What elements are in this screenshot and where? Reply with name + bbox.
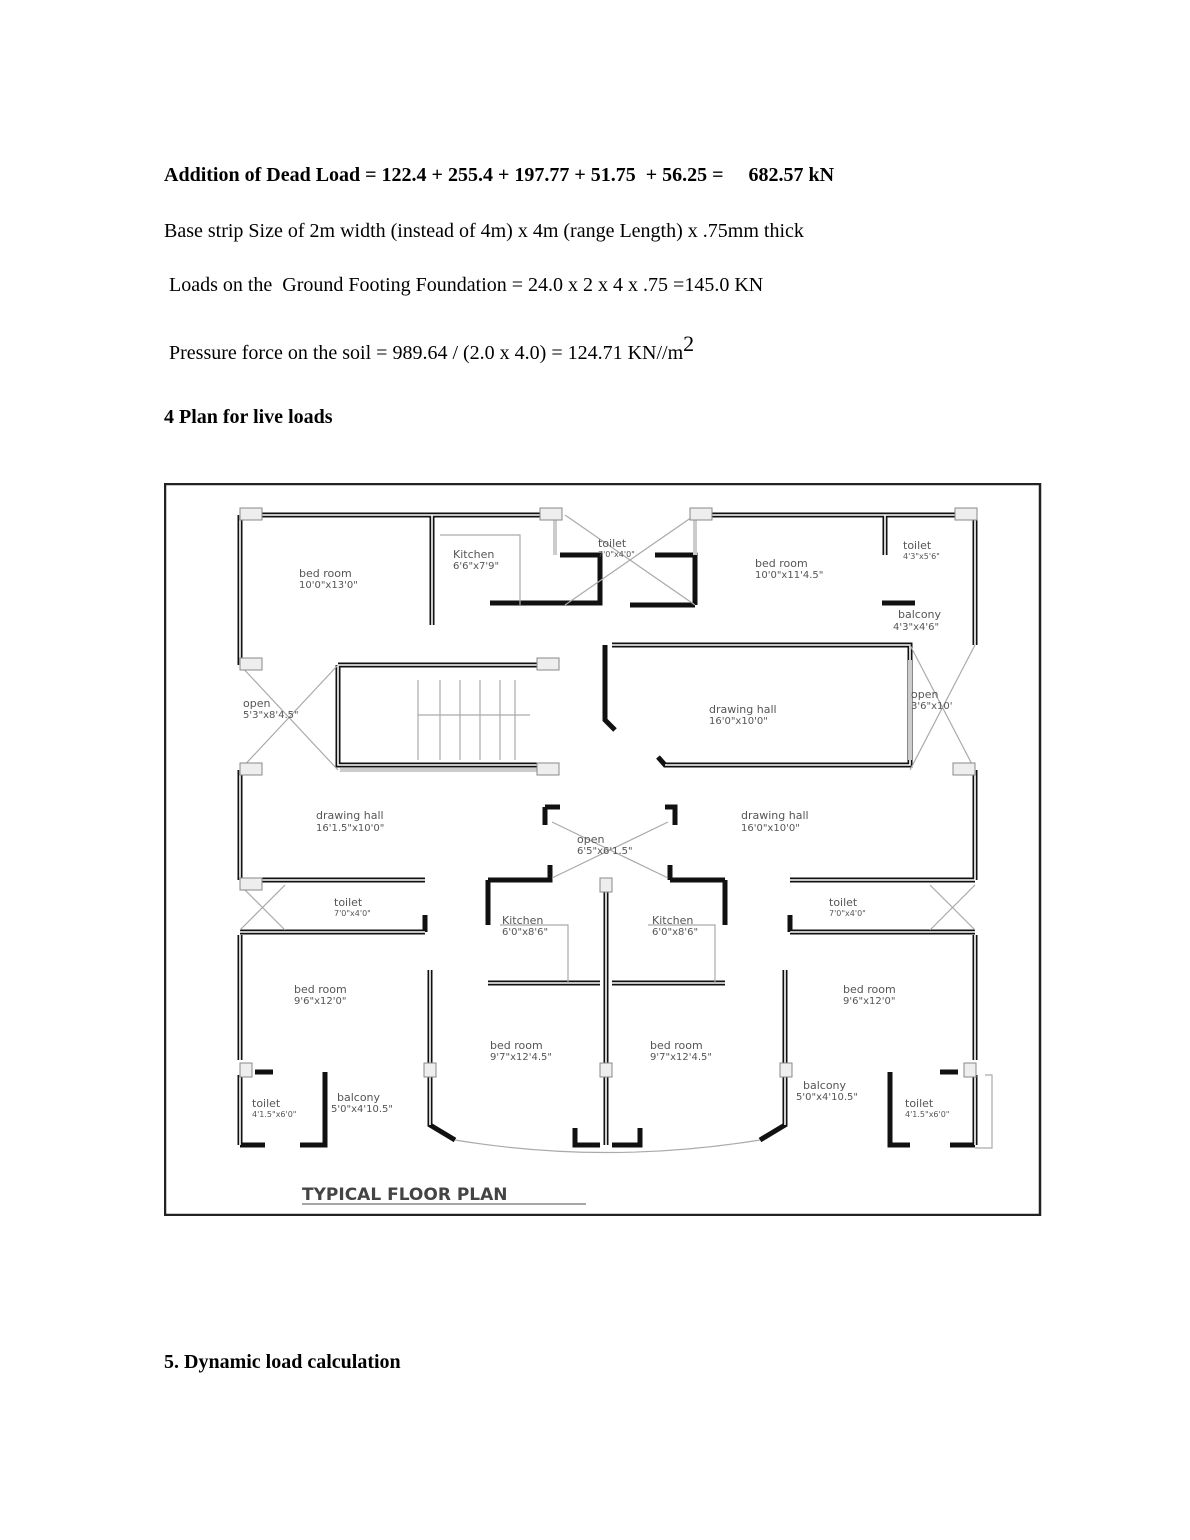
- room-size: 7'0"x4'0": [829, 909, 866, 918]
- room-label: bed room: [843, 983, 896, 996]
- room-label: balcony: [337, 1091, 381, 1104]
- room-label: Kitchen: [453, 548, 494, 561]
- room-size: 3'6"x10': [911, 701, 952, 712]
- room-label: bed room: [294, 983, 347, 996]
- room-label: toilet: [598, 537, 627, 550]
- room-size: 16'0"x10'0": [741, 823, 800, 834]
- floor-plan-title: TYPICAL FLOOR PLAN: [302, 1185, 508, 1205]
- section-heading-dynamic-load: 5. Dynamic load calculation: [164, 1351, 401, 1373]
- room-size: 10'0"x13'0": [299, 580, 358, 591]
- room-size: 5'0"x4'10.5": [796, 1092, 858, 1103]
- base-strip-size: Base strip Size of 2m width (instead of …: [164, 220, 804, 242]
- room-label: balcony: [898, 608, 942, 621]
- dead-load-summary: Addition of Dead Load = 122.4 + 255.4 + …: [164, 164, 835, 186]
- room-label: balcony: [803, 1079, 847, 1092]
- room-label: toilet: [252, 1097, 281, 1110]
- room-size: 16'1.5"x10'0": [316, 823, 384, 834]
- section-heading-live-loads: 4 Plan for live loads: [164, 406, 333, 428]
- room-size: 9'7"x12'4.5": [650, 1052, 712, 1063]
- room-label: Kitchen: [652, 914, 693, 927]
- room-size: 5'3"x8'4.5": [243, 710, 299, 721]
- room-size: 9'6"x12'0": [294, 996, 346, 1007]
- soil-pressure-text: Pressure force on the soil = 989.64 / (2…: [164, 342, 684, 364]
- room-size: 7'0"x4'0": [334, 909, 371, 918]
- room-label: toilet: [905, 1097, 934, 1110]
- floor-plan-details: [239, 507, 993, 1154]
- room-label: open: [577, 833, 604, 846]
- room-size: 4'3"x4'6": [893, 622, 939, 633]
- room-label: open: [911, 688, 938, 701]
- room-label: drawing hall: [741, 809, 809, 822]
- room-size: 6'6"x7'9": [453, 561, 499, 572]
- room-size: 9'7"x12'4.5": [490, 1052, 552, 1063]
- room-label: toilet: [334, 896, 363, 909]
- floor-plan-walls: [237, 512, 978, 1148]
- room-label: drawing hall: [709, 703, 777, 716]
- room-label: drawing hall: [316, 809, 384, 822]
- room-size: 6'5"x6'1.5": [577, 846, 633, 857]
- room-size: 4'1.5"x6'0": [252, 1110, 296, 1119]
- room-label: toilet: [829, 896, 858, 909]
- room-label: Kitchen: [502, 914, 543, 927]
- footing-load: Loads on the Ground Footing Foundation =…: [164, 274, 764, 296]
- soil-pressure: Pressure force on the soil = 989.64 / (2…: [164, 331, 694, 365]
- room-label: toilet: [903, 539, 932, 552]
- room-size: 5'0"x4'10.5": [331, 1104, 393, 1115]
- room-label: bed room: [755, 557, 808, 570]
- room-size: 7'0"x4'0": [598, 550, 635, 559]
- room-size: 16'0"x10'0": [709, 716, 768, 727]
- room-size: 9'6"x12'0": [843, 996, 895, 1007]
- room-size: 10'0"x11'4.5": [755, 570, 823, 581]
- room-label: open: [243, 697, 270, 710]
- room-label: bed room: [299, 567, 352, 580]
- room-size: 6'0"x8'6": [652, 927, 698, 938]
- room-label: bed room: [650, 1039, 703, 1052]
- room-label: bed room: [490, 1039, 543, 1052]
- room-size: 6'0"x8'6": [502, 927, 548, 938]
- soil-pressure-exponent: 2: [683, 331, 695, 356]
- room-size: 4'1.5"x6'0": [905, 1110, 949, 1119]
- room-size: 4'3"x5'6": [903, 552, 940, 561]
